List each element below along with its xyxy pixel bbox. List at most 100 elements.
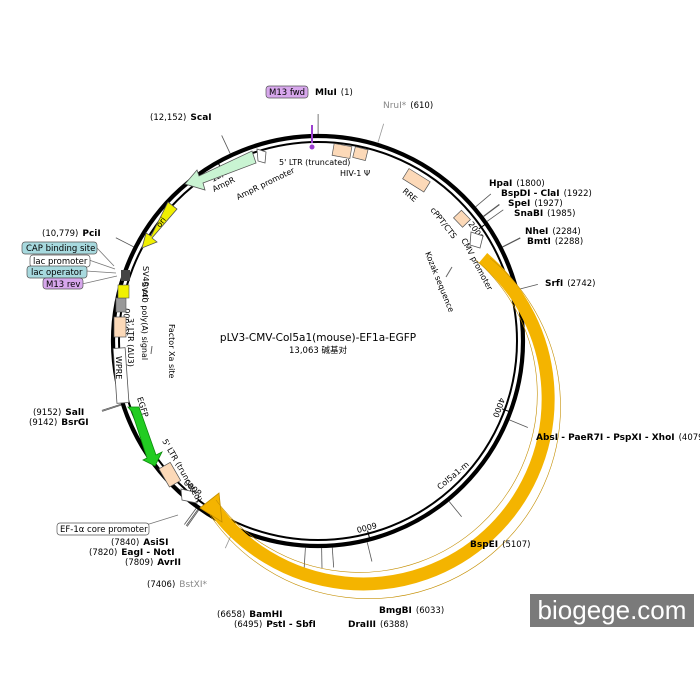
site-name: BmgBI (379, 606, 412, 616)
site-leader-line (475, 193, 492, 208)
ampr-arrow (184, 150, 257, 191)
feature-label-kozak: Kozak sequence (423, 250, 456, 313)
svg-text:(7820)EagI - NotI: (7820)EagI - NotI (89, 548, 175, 558)
site-pos: (4079) (679, 433, 700, 443)
site-pos: (2288) (555, 237, 583, 247)
site-name: MluI (315, 88, 337, 98)
site-pos: (6658) (217, 610, 245, 620)
cmv-promoter-shape (469, 231, 484, 249)
cppt-block (453, 209, 471, 228)
map-size: 13,063 碱基对 (289, 345, 347, 356)
site-name: AbsI - PaeR7I - PspXI - XhoI (536, 433, 675, 443)
site-pos: (1) (341, 88, 353, 98)
site-name: PciI (82, 229, 100, 239)
feature-label-wpre: WPRE (114, 356, 123, 379)
m13-rev-label: M13 rev (46, 280, 80, 290)
backbone-inner (118, 141, 518, 541)
site-pos: (7809) (125, 558, 153, 568)
site-name: SalI (65, 408, 84, 418)
ef1a-label: EF-1α core promoter (60, 525, 148, 535)
site-leader-line (184, 508, 197, 525)
map-title: pLV3-CMV-Col5a1(mouse)-EF1a-EGFP (220, 332, 416, 344)
sv40-ori-block (117, 284, 130, 299)
site-leader-line (186, 509, 199, 527)
scale-tick (501, 408, 510, 413)
m13-fwd-tag (265, 85, 309, 99)
site-name: NruI* (383, 101, 407, 111)
svg-text:(10,779)PciI: (10,779) PciI (42, 229, 101, 239)
site-leader-line (115, 237, 134, 248)
feature-label-factor-xa: Factor Xa site (167, 324, 176, 378)
site-pos: (1922) (564, 189, 592, 199)
site-pos: (9142) (29, 418, 57, 428)
ampr-promoter-shape (256, 148, 267, 164)
site-pos: (2742) (567, 279, 595, 289)
svg-text:AbsI - PaeR7I - PspXI - XhoI(4: AbsI - PaeR7I - PspXI - XhoI (4079) (536, 433, 700, 443)
site-leader-line (303, 547, 306, 568)
watermark: biogege.com (530, 594, 694, 627)
svg-text:(9152)SalI: (9152) SalI (33, 408, 84, 418)
svg-text:MluI(1): MluI (1) (315, 88, 353, 98)
svg-text:BmgBI(6033): BmgBI (6033) (379, 606, 444, 616)
site-leader-line (502, 237, 521, 248)
svg-text:(6658)BamHI: (6658)BamHI (217, 610, 282, 620)
scale-tick (478, 223, 486, 230)
feature-label-sv40-ori: SV40 ori (141, 266, 150, 300)
ltr-5-block (331, 143, 353, 159)
svg-text:SpeI(1927): SpeI(1927) (508, 199, 563, 209)
lac-block (121, 270, 130, 281)
site-labels: MluI (1) NruI*(610) HpaI (1800) BspDI - Cl… (29, 88, 700, 630)
ltr3-block (113, 316, 127, 338)
svg-text:(12,152)ScaI: (12,152)ScaI (150, 113, 212, 123)
svg-text:(7840)AsiSI: (7840)AsiSI (111, 538, 169, 548)
site-leader-line (448, 501, 462, 518)
svg-text:HpaI(1800): HpaI (1800) (489, 179, 545, 189)
svg-text:(7406)BstXI*: (7406)BstXI* (147, 580, 207, 590)
col5a1-edge-inner (215, 259, 538, 573)
svg-text:NheI(2284): NheI(2284) (525, 227, 581, 237)
svg-text:SrfI(2742): SrfI (2742) (545, 279, 595, 289)
site-name: HpaI (489, 179, 512, 189)
site-pos: (1985) (547, 209, 575, 219)
site-leader-line (502, 237, 521, 248)
egfp-arrow (127, 406, 163, 467)
lac-operator-label: lac operator (31, 268, 83, 278)
svg-text:(9142)BsrGI: (9142)BsrGI (29, 418, 89, 428)
svg-text:BspDI - ClaI(1922): BspDI - ClaI(1922) (501, 189, 592, 199)
site-leader-line (377, 123, 385, 143)
site-leader-line (221, 135, 231, 154)
backbone-outer (110, 133, 526, 549)
ori-arrow (141, 201, 178, 249)
cap-binding-label: CAP binding site (26, 244, 95, 254)
site-leader-lines (101, 113, 538, 568)
feature-label-sv40-polya: SV40 poly(A) signal (140, 282, 149, 360)
svg-text:SnaBI(1985): SnaBI (1985) (514, 209, 575, 219)
site-pos: (610) (410, 101, 433, 111)
feature-label-cppt: cPPT/CTS (428, 206, 458, 241)
svg-text:(7809)AvrII: (7809) AvrII (125, 558, 181, 568)
wpre-block (112, 347, 130, 404)
site-name: BstXI* (179, 580, 207, 590)
scale-tick-label: 10,000 (121, 308, 133, 337)
site-pos: (2284) (552, 227, 580, 237)
site-pos: (10,779) (42, 229, 78, 239)
site-leader-line (483, 204, 500, 218)
site-pos: (6033) (416, 606, 444, 616)
site-leader-line (102, 404, 122, 412)
lac-promoter-label: lac promoter (33, 257, 88, 267)
site-leader-line (366, 541, 373, 562)
site-name: AvrII (157, 558, 181, 568)
site-pos: (6388) (380, 620, 408, 630)
site-leader-line (509, 419, 529, 428)
site-pos: (6495) (234, 620, 262, 630)
site-pos: (5107) (502, 540, 530, 550)
site-pos: (9152) (33, 408, 61, 418)
site-name: SrfI (545, 279, 563, 289)
psi-block (352, 146, 369, 161)
site-name: SnaBI (514, 209, 543, 219)
site-name: DraIII (348, 620, 376, 630)
site-name: ScaI (190, 113, 211, 123)
site-pos: (1800) (516, 179, 544, 189)
